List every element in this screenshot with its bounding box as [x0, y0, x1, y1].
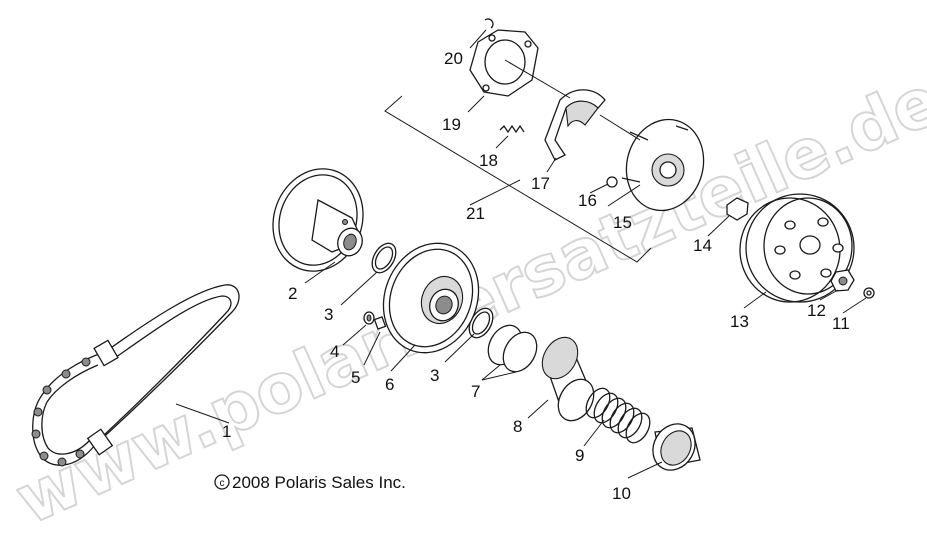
callout-2: 2: [288, 284, 297, 303]
copyright-symbol: [214, 474, 230, 490]
callout-7: 7: [471, 382, 480, 401]
part-3-ring-lower: [468, 307, 494, 339]
part-13-clutch-drum: [739, 193, 855, 303]
part-2-fixed-sheave: [272, 168, 364, 272]
callout-14: 14: [693, 236, 712, 255]
callout-21: 21: [466, 204, 485, 223]
callout-16: 16: [578, 191, 597, 210]
callout-19: 19: [442, 115, 461, 134]
callout-3-lower: 3: [430, 366, 439, 385]
part-18-spring: [499, 124, 525, 134]
copyright-text: 2008 Polaris Sales Inc.: [232, 473, 406, 492]
callout-10: 10: [612, 484, 631, 503]
part-7-washers: [487, 324, 538, 373]
part-14-bushing: [726, 197, 749, 221]
callout-18: 18: [479, 151, 498, 170]
part-5-pin: [373, 316, 387, 330]
part-12-nut: [830, 269, 855, 292]
callout-12: 12: [807, 301, 826, 320]
callout-8: 8: [513, 417, 522, 436]
copyright-notice: c 2008 Polaris Sales Inc.: [214, 473, 406, 492]
part-16-nut: [606, 176, 618, 188]
leader-lines: [175, 29, 867, 479]
part-6-movable-sheave: [382, 242, 480, 354]
part-10-cup: [652, 423, 701, 471]
part-19-plate: [469, 29, 539, 97]
part-15-hub-plate: [621, 118, 705, 212]
part-1-chain: [31, 284, 240, 467]
callout-15: 15: [613, 213, 632, 232]
part-17-clutch-shoe: [544, 89, 606, 161]
part-9-spring: [585, 387, 651, 444]
callout-4: 4: [330, 342, 339, 361]
callout-20: 20: [444, 49, 463, 68]
copyright-symbol-letter: c: [220, 478, 225, 489]
callout-17: 17: [531, 174, 550, 193]
part-3-ring-upper: [371, 242, 397, 274]
part-21-bracket: [384, 95, 652, 263]
callout-5: 5: [351, 368, 360, 387]
part-8-sleeve: [541, 336, 595, 422]
callout-1: 1: [222, 422, 231, 441]
callout-11: 11: [832, 314, 850, 333]
callout-6: 6: [385, 375, 394, 394]
part-4-bushing: [363, 311, 375, 325]
callout-9: 9: [575, 446, 584, 465]
part-11-washer: [863, 287, 875, 299]
callout-labels: 1 2 3 4 5 6 3 7 8 9 10 11 12 13 14 15 16…: [222, 49, 850, 503]
callout-13: 13: [730, 312, 749, 331]
callout-3-upper: 3: [324, 305, 333, 324]
part-20-clip: [484, 18, 494, 29]
